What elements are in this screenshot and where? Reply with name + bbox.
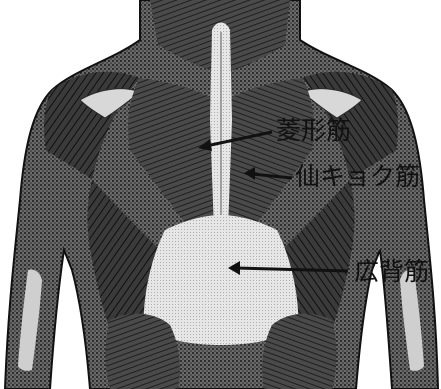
callout-label-iliocostalis: 仙キョク筋: [295, 164, 420, 189]
callout-label-rhomboid: 菱形筋: [276, 118, 351, 143]
spine-column: [210, 23, 232, 231]
callout-label-latissimus: 広背筋: [354, 259, 429, 284]
